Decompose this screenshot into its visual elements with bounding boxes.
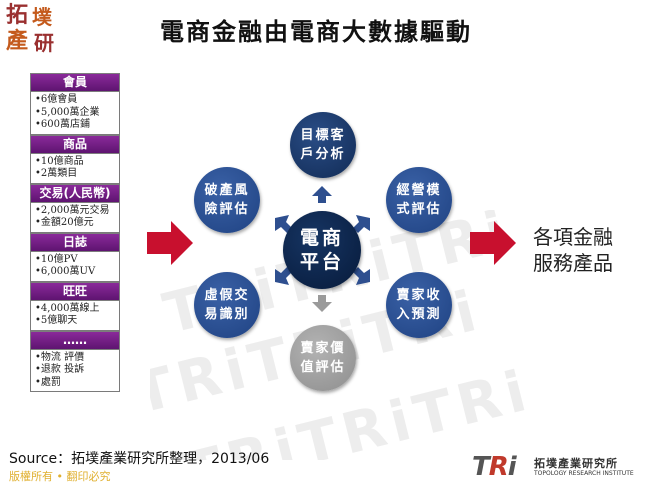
list-item: 4,000萬線上 [35, 303, 116, 316]
list-item: 10億PV [35, 254, 116, 267]
logo-char-3: 產 [6, 28, 29, 54]
node-label: 經營模 [396, 183, 442, 198]
list-item: 5,000萬企業 [35, 107, 116, 120]
brand-name-en: TOPOLOGY RESEARCH INSTITUTE [534, 470, 634, 477]
logo: 拓 墣 產 研 [4, 4, 62, 58]
node-seller-value-evaluation: 賣家價值評估 [290, 325, 356, 391]
output-arrow-icon [470, 221, 516, 265]
list-item: 6億會員 [35, 94, 116, 107]
node-label: 易識別 [204, 307, 250, 322]
list-item: 5億聊天 [35, 315, 116, 328]
node-label: 破產風 [204, 183, 250, 198]
section-members: 會員 6億會員 5,000萬企業 600萬店鋪 [30, 73, 120, 135]
connector-up-icon [312, 186, 332, 203]
output-label: 各項金融 服務產品 [533, 224, 613, 276]
list-item: 處罰 [35, 377, 116, 390]
list-item: 退款 投訴 [35, 364, 116, 377]
connector-upper-right-icon [353, 215, 370, 233]
connector-down-icon [312, 295, 332, 312]
section-head: 日誌 [30, 232, 120, 252]
node-label: 戶分析 [300, 147, 346, 162]
node-label: 電商 [299, 227, 344, 249]
output-label-line: 各項金融 [533, 225, 613, 249]
section-body: 2,000萬元交易 金額20億元 [30, 202, 120, 233]
node-label: 賣家收 [396, 288, 442, 303]
section-products: 商品 10億商品 2萬類目 [30, 134, 120, 184]
node-label: 賣家價 [300, 341, 346, 356]
node-label: 式評估 [396, 202, 442, 217]
node-label: 目標客 [300, 128, 346, 143]
connector-upper-left-icon [275, 215, 292, 233]
node-business-model-evaluation: 經營模式評估 [386, 167, 452, 233]
section-body: 物流 評價 退款 投訴 處罰 [30, 349, 120, 392]
node-seller-income-prediction: 賣家收入預測 [386, 272, 452, 338]
section-wangwang: 旺旺 4,000萬線上 5億聊天 [30, 281, 120, 331]
node-target-customer-analysis: 目標客戶分析 [290, 112, 356, 178]
node-label: 險評估 [204, 202, 250, 217]
node-fake-transaction-detection: 虛假交易識別 [194, 272, 260, 338]
section-head: 旺旺 [30, 281, 120, 301]
node-bankruptcy-risk-evaluation: 破產風險評估 [194, 167, 260, 233]
node-ecommerce-platform: 電商平台 [283, 211, 361, 289]
brand-name-cn: 拓墣產業研究所 [534, 457, 618, 470]
section-logs: 日誌 10億PV 6,000萬UV [30, 232, 120, 282]
list-item: 600萬店鋪 [35, 119, 116, 132]
list-item: 6,000萬UV [35, 266, 116, 279]
input-arrow-icon [147, 221, 193, 265]
brand-logo: TRi 拓墣產業研究所 TOPOLOGY RESEARCH INSTITUTE [472, 452, 647, 482]
section-others: …… 物流 評價 退款 投訴 處罰 [30, 330, 120, 392]
brand-mark-i: i [507, 452, 517, 482]
node-label: 虛假交 [204, 288, 250, 303]
logo-char-4: 研 [34, 31, 54, 55]
source-note: Source：拓墣產業研究所整理，2013/06 [9, 451, 270, 467]
copyright-note: 版權所有 • 翻印必究 [9, 470, 111, 483]
node-label: 入預測 [396, 307, 442, 322]
section-transactions: 交易(人民幣) 2,000萬元交易 金額20億元 [30, 183, 120, 233]
list-item: 2萬類目 [35, 168, 116, 181]
brand-mark-r: R [488, 452, 509, 482]
connector-lower-left-icon [275, 267, 292, 285]
list-item: 2,000萬元交易 [35, 205, 116, 218]
node-label: 值評估 [300, 360, 346, 375]
brand-mark-t: T [472, 452, 490, 482]
section-body: 4,000萬線上 5億聊天 [30, 300, 120, 331]
node-label: 平台 [299, 251, 344, 273]
connector-lower-right-icon [353, 267, 370, 285]
data-source-panel: 會員 6億會員 5,000萬企業 600萬店鋪 商品 10億商品 2萬類目 交易… [30, 73, 120, 392]
brand-mark: TRi [472, 452, 517, 482]
list-item: 金額20億元 [35, 217, 116, 230]
section-head: 會員 [30, 73, 120, 92]
section-body: 10億商品 2萬類目 [30, 153, 120, 184]
page-title: 電商金融由電商大數據驅動 [160, 17, 472, 46]
list-item: 物流 評價 [35, 352, 116, 365]
section-body: 6億會員 5,000萬企業 600萬店鋪 [30, 92, 120, 135]
section-head: …… [30, 330, 120, 350]
section-head: 交易(人民幣) [30, 183, 120, 203]
list-item: 10億商品 [35, 156, 116, 169]
section-body: 10億PV 6,000萬UV [30, 251, 120, 282]
logo-char-2: 墣 [32, 5, 52, 29]
section-head: 商品 [30, 134, 120, 154]
logo-char-1: 拓 [6, 2, 29, 28]
output-label-line: 服務產品 [533, 251, 613, 275]
